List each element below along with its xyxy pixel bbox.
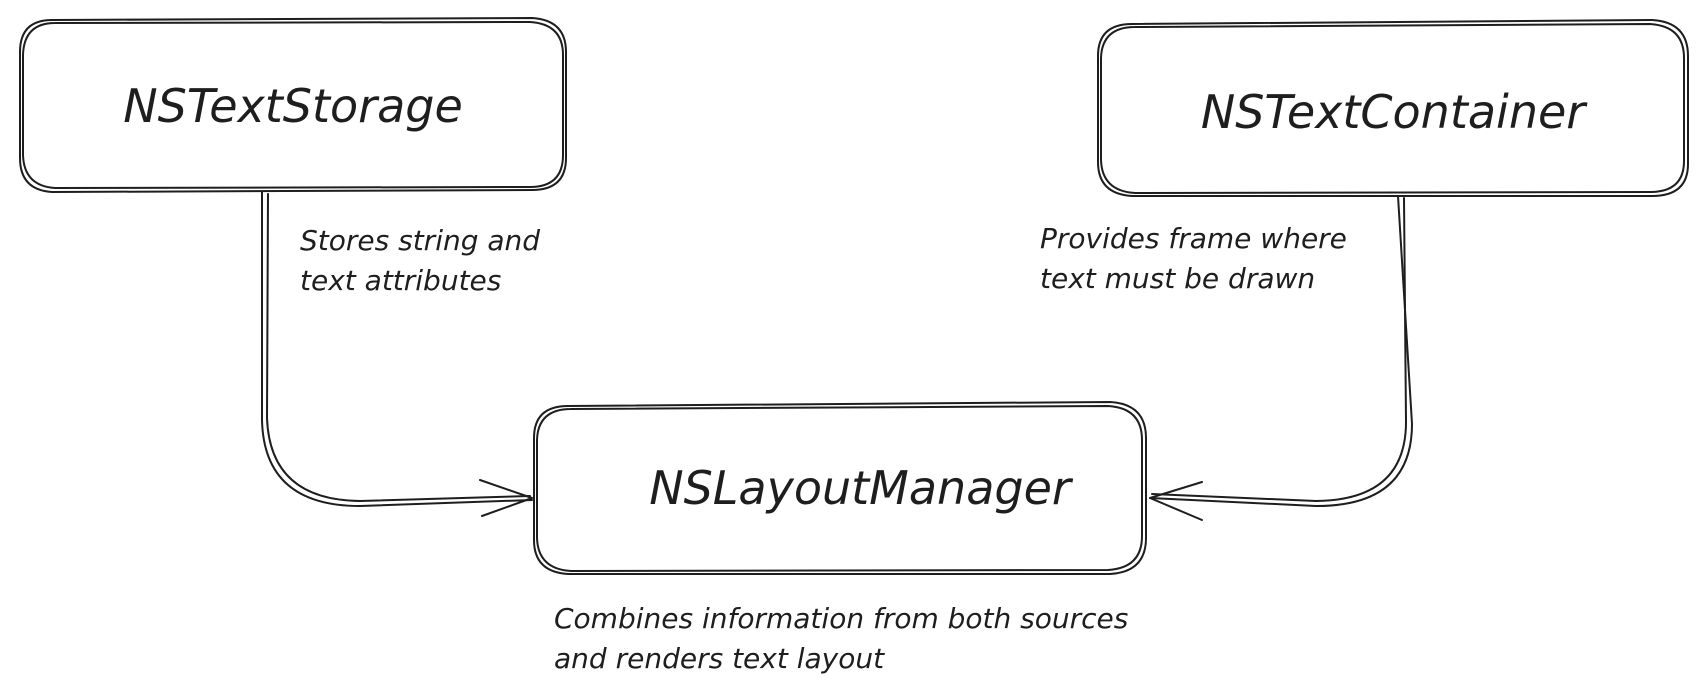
edge-storage-to-layout-line-sketch	[266, 193, 531, 502]
node-text-container-label: NSTextContainer	[1201, 85, 1588, 139]
note-text-container: Provides frame where text must be drawn	[1040, 222, 1347, 295]
node-layout-manager-border-sketch	[536, 405, 1143, 572]
note-text-container-line-2: text must be drawn	[1040, 262, 1315, 295]
note-layout-manager-line-2: and renders text layout	[554, 642, 885, 675]
edge-container-to-layout-line	[1149, 195, 1413, 507]
edge-storage-to-layout-arrowhead	[479, 479, 533, 517]
node-layout-manager[interactable]: NSLayoutManager	[533, 401, 1147, 575]
edge-container-to-layout-arrowhead	[1149, 481, 1203, 521]
node-text-storage-label: NSTextStorage	[123, 79, 463, 133]
note-text-storage-line-1: Stores string and	[300, 224, 540, 257]
edge-storage-to-layout	[261, 191, 533, 517]
node-text-container-border	[1097, 19, 1689, 197]
edge-container-to-layout	[1149, 195, 1413, 521]
note-layout-manager-line-1: Combines information from both sources	[554, 602, 1128, 635]
node-layout-manager-label: NSLayoutManager	[649, 461, 1074, 515]
note-text-storage: Stores string and text attributes	[300, 224, 540, 297]
node-text-container[interactable]: NSTextContainer	[1097, 19, 1689, 197]
node-text-storage[interactable]: NSTextStorage	[19, 17, 567, 193]
note-text-storage-line-2: text attributes	[300, 264, 501, 297]
edge-storage-to-layout-line	[261, 191, 533, 507]
note-text-container-line-1: Provides frame where	[1040, 222, 1347, 255]
node-text-storage-border-sketch	[22, 21, 564, 189]
note-layout-manager: Combines information from both sources a…	[554, 602, 1128, 675]
node-text-container-border-sketch	[1100, 23, 1685, 194]
node-text-storage-border	[19, 17, 567, 193]
node-layout-manager-border	[533, 401, 1147, 575]
edge-container-to-layout-line-sketch	[1151, 197, 1407, 502]
